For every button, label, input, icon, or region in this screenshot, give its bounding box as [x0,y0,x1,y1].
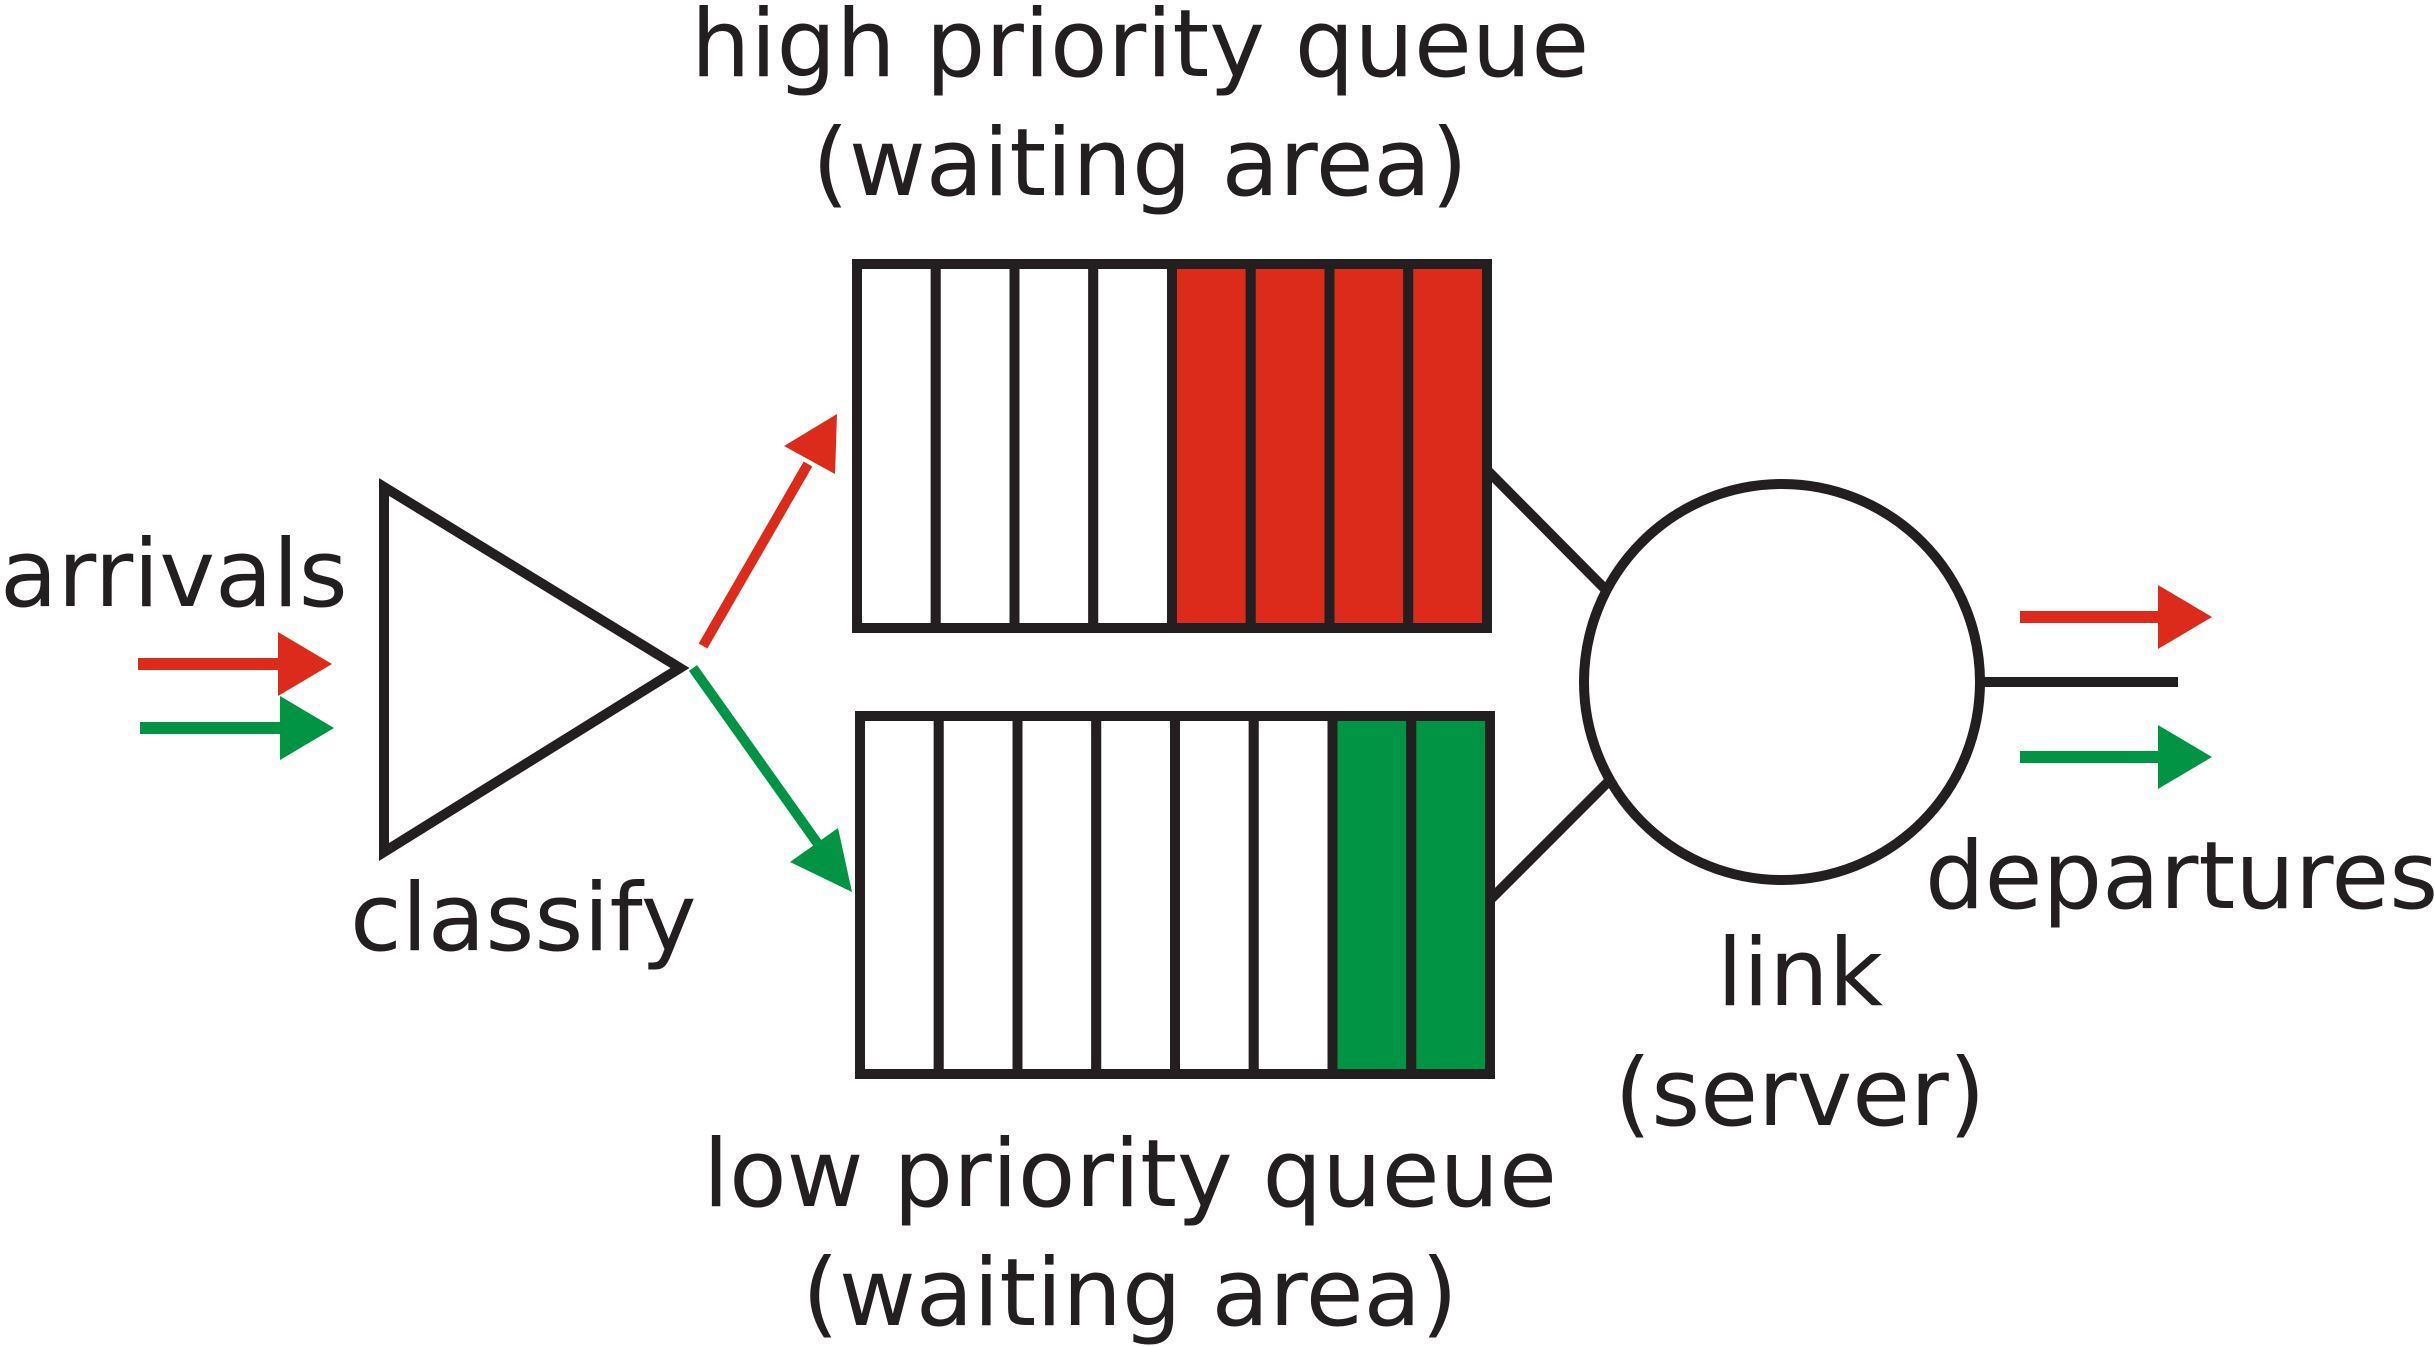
high-queue-empty-slot [1009,259,1099,633]
classify-arrow-low-shaft [688,665,823,847]
low-queue-empty-slot [1248,711,1338,1079]
high-queue-filled-slot [1403,259,1492,633]
low-queue-filled-slot [1406,711,1495,1079]
high-queue-subtitle: (waiting area) [812,109,1468,218]
low-queue-empty-slot [1091,711,1180,1079]
classifier-triangle [379,478,690,861]
low-queue-empty-slot [855,711,944,1079]
low-queue-empty-slot [1170,711,1259,1079]
arrival-arrows [138,632,334,760]
low-queue-title: low priority queue [703,1120,1557,1229]
arrival-arrow-low-head [280,696,334,760]
high-queue-to-server-line [1483,466,1610,594]
low-queue-subtitle: (waiting area) [802,1239,1458,1346]
classify-arrow-low-head [790,828,852,892]
arrivals-label: arrivals [0,520,348,629]
high-queue-empty-slot [852,259,941,633]
departure-arrow-low-head [2158,725,2212,789]
classify-arrows [688,414,852,892]
high-queue-empty-slot [930,259,1020,633]
low-queue-empty-slot [1012,711,1102,1079]
low-priority-queue [855,711,1495,1079]
high-queue-title: high priority queue [691,0,1589,99]
high-queue-filled-slot [1245,259,1335,633]
low-queue-slots [855,711,1495,1079]
departure-arrows [2020,585,2212,789]
high-queue-filled-slot [1324,259,1414,633]
low-queue-empty-slot [933,711,1023,1079]
server-circle [1579,479,1985,885]
low-queue-to-server-line [1486,776,1614,904]
low-queue-filled-slot [1327,711,1417,1079]
departures-label: departures [1925,822,2434,931]
high-queue-slots [852,259,1492,633]
high-priority-queue [852,259,1492,633]
server-label: (server) [1615,1039,1986,1148]
classify-arrow-high-shaft [698,461,813,649]
high-queue-filled-slot [1167,259,1256,633]
high-queue-empty-slot [1088,259,1177,633]
classify-label: classify [350,864,697,973]
arrival-arrow-high-head [278,632,332,696]
link-label: link [1717,919,1884,1028]
departure-arrow-high-head [2158,585,2212,649]
classify-arrow-high-head [784,414,837,474]
